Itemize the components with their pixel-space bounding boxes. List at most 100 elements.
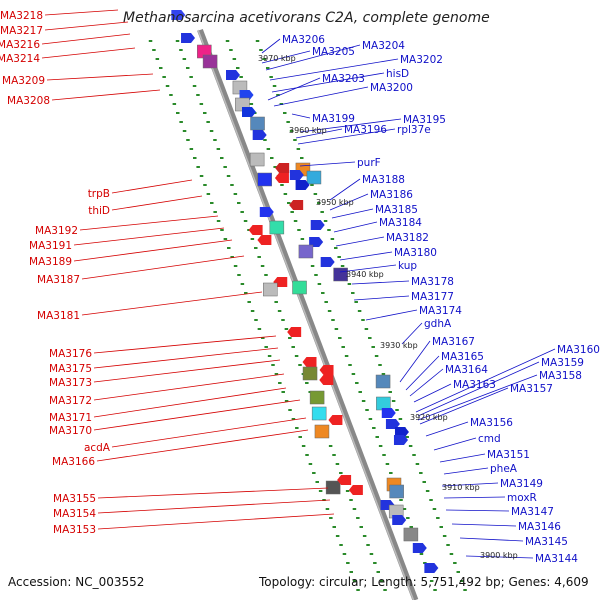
gene-label-left: MA3175 (49, 363, 92, 375)
track-dot (439, 526, 443, 528)
gene-box (298, 244, 314, 259)
gene-label-left: MA3208 (7, 95, 50, 107)
label-connector-left (93, 387, 287, 418)
track-dot (289, 130, 294, 132)
label-connector-right (405, 355, 440, 391)
label-connector-right (459, 537, 524, 542)
gene-label-right: MA3200 (370, 82, 413, 94)
label-connector-right (365, 309, 418, 321)
label-connector-right (269, 58, 399, 81)
track-dot (412, 454, 416, 456)
track-dot (295, 427, 299, 429)
gene-label-left: MA3176 (49, 348, 92, 360)
label-connector-right (443, 467, 489, 475)
track-dot (341, 346, 345, 348)
track-dot (361, 319, 365, 321)
track-dot (371, 346, 375, 348)
label-connector-left (73, 239, 233, 262)
gene-box (292, 280, 307, 295)
track-dot (368, 418, 373, 420)
kbp-tick-label: 3920 kbp (410, 413, 448, 422)
gene-label-right: MA3145 (525, 536, 568, 548)
label-connector-left (44, 21, 129, 31)
label-connector-left (93, 373, 285, 401)
track-dot (330, 238, 335, 240)
gene-label-right: MA3165 (441, 351, 484, 363)
track-dot (374, 355, 379, 357)
gene-box (309, 390, 325, 405)
track-dot (169, 94, 173, 96)
track-dot (237, 274, 241, 276)
track-dot (206, 121, 210, 123)
track-dot (260, 265, 265, 267)
label-connector-right (399, 340, 431, 383)
gene-label-left: MA3154 (53, 508, 96, 520)
gene-label-right: MA3167 (432, 336, 475, 348)
track-dot (385, 463, 390, 465)
track-dot (301, 445, 306, 447)
track-dot (327, 310, 332, 312)
track-dot (317, 202, 321, 204)
gene-label-right: MA3205 (312, 46, 355, 58)
gene-label-right: MA3204 (362, 40, 405, 52)
label-connector-right (443, 496, 506, 499)
label-connector-right (417, 361, 540, 417)
track-dot (290, 211, 294, 213)
label-connector-left (97, 487, 329, 499)
track-dot (314, 274, 318, 276)
gene-arrow-forward (259, 207, 274, 217)
track-dot (425, 490, 430, 492)
label-connector-left (93, 359, 281, 383)
track-dot (272, 85, 277, 87)
gene-label-left: MA3153 (53, 524, 96, 536)
track-dot (199, 175, 204, 177)
gene-label-right: hisD (386, 68, 409, 80)
track-dot (206, 193, 211, 195)
label-connector-right (297, 128, 396, 145)
gene-arrow-reverse (348, 485, 363, 495)
track-dot (196, 166, 200, 168)
gene-arrow-forward (381, 408, 396, 418)
track-dot (189, 76, 193, 78)
track-dot (257, 256, 261, 258)
track-dot (344, 355, 349, 357)
gene-label-left: MA3217 (0, 25, 43, 37)
track-dot (348, 364, 352, 366)
track-dot (250, 310, 255, 312)
track-dot (317, 283, 322, 285)
track-dot (332, 526, 336, 528)
track-dot (148, 40, 153, 42)
kbp-tick-label: 3950 kbp (316, 198, 354, 207)
track-dot (298, 436, 302, 438)
track-dot (281, 319, 285, 321)
gene-arrow-forward (171, 10, 186, 20)
track-dot (291, 418, 296, 420)
gene-arrow-reverse (328, 415, 343, 425)
track-dot (349, 571, 353, 573)
track-dot (342, 553, 347, 555)
label-connector-right (271, 72, 385, 93)
track-dot (352, 508, 357, 510)
gene-label-right: MA3149 (500, 478, 543, 490)
track-dot (315, 481, 319, 483)
track-dot (227, 247, 231, 249)
track-dot (402, 508, 407, 510)
track-dot (405, 436, 409, 438)
track-dot (291, 346, 295, 348)
track-dot (355, 382, 359, 384)
gene-arrow-forward (241, 107, 256, 117)
gene-label-right: MA3177 (411, 291, 454, 303)
label-connector-right (433, 437, 477, 451)
gene-label-right: MA3159 (541, 357, 584, 369)
track-dot (378, 445, 383, 447)
track-dot (369, 553, 374, 555)
label-connector-left (41, 33, 131, 45)
label-connector-right (339, 264, 397, 273)
track-dot (155, 58, 160, 60)
label-connector-right (335, 236, 385, 247)
gene-box (311, 406, 327, 421)
track-dot (415, 463, 420, 465)
gene-arrow-forward (394, 427, 409, 437)
gene-arrow-reverse (302, 357, 317, 367)
track-dot (274, 373, 279, 375)
